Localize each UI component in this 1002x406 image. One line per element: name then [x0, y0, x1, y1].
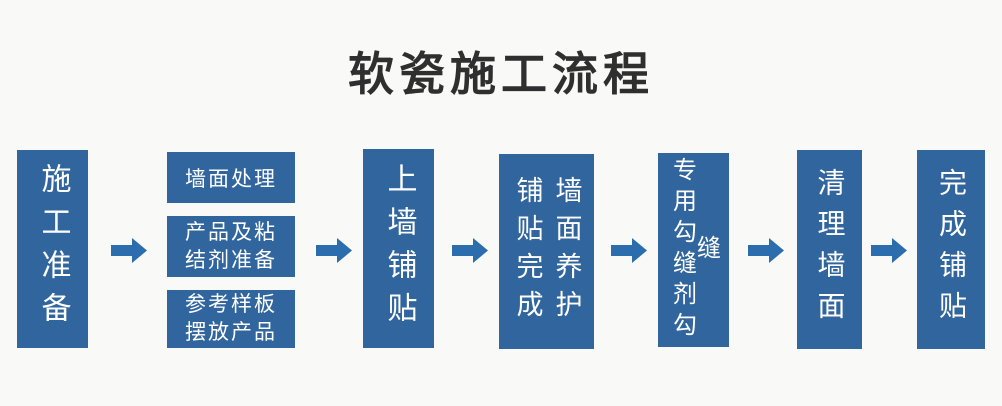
right-arrow-icon [452, 238, 488, 263]
right-arrow-icon [111, 238, 147, 263]
flow-step-paving-finished: 完成铺贴 [917, 150, 985, 349]
flow-step-special-grout-jointing: 专用勾缝剂勾缝 [658, 153, 729, 347]
right-arrow-icon [748, 238, 784, 263]
flow-step-wall-paving: 上墙铺贴 [363, 149, 434, 348]
flow-step-label: 专用勾缝剂勾缝 [668, 157, 720, 343]
flow-step-paving-complete-wall-curing: 铺贴完成 墙面养护 [499, 154, 594, 349]
flow-step-column-label: 铺贴完成 [512, 175, 543, 328]
flow-step-label: 清理墙面 [814, 167, 846, 332]
flow-step-label: 完成铺贴 [936, 167, 967, 332]
flow-substep-wall-treatment: 墙面处理 [167, 152, 295, 203]
flow-step-clean-wall: 清理墙面 [797, 150, 862, 349]
flow-step-label: 上墙铺贴 [382, 162, 416, 335]
right-arrow-icon [316, 238, 352, 263]
right-arrow-icon [611, 238, 647, 263]
flow-step-construction-preparation: 施工准备 [17, 150, 88, 348]
flow-substep-label: 产品及粘 结剂准备 [185, 220, 277, 272]
flow-substep-product-adhesive-preparation: 产品及粘 结剂准备 [167, 216, 295, 277]
flow-substep-label: 墙面处理 [185, 167, 277, 191]
page-title: 软瓷施工流程 [348, 48, 654, 100]
flow-substep-label: 参考样板 摆放产品 [185, 293, 277, 344]
flow-step-label: 施工准备 [36, 163, 70, 335]
flow-step-column-label: 墙面养护 [551, 175, 582, 328]
flow-substep-sample-board-placement: 参考样板 摆放产品 [167, 290, 295, 348]
right-arrow-icon [871, 238, 907, 263]
